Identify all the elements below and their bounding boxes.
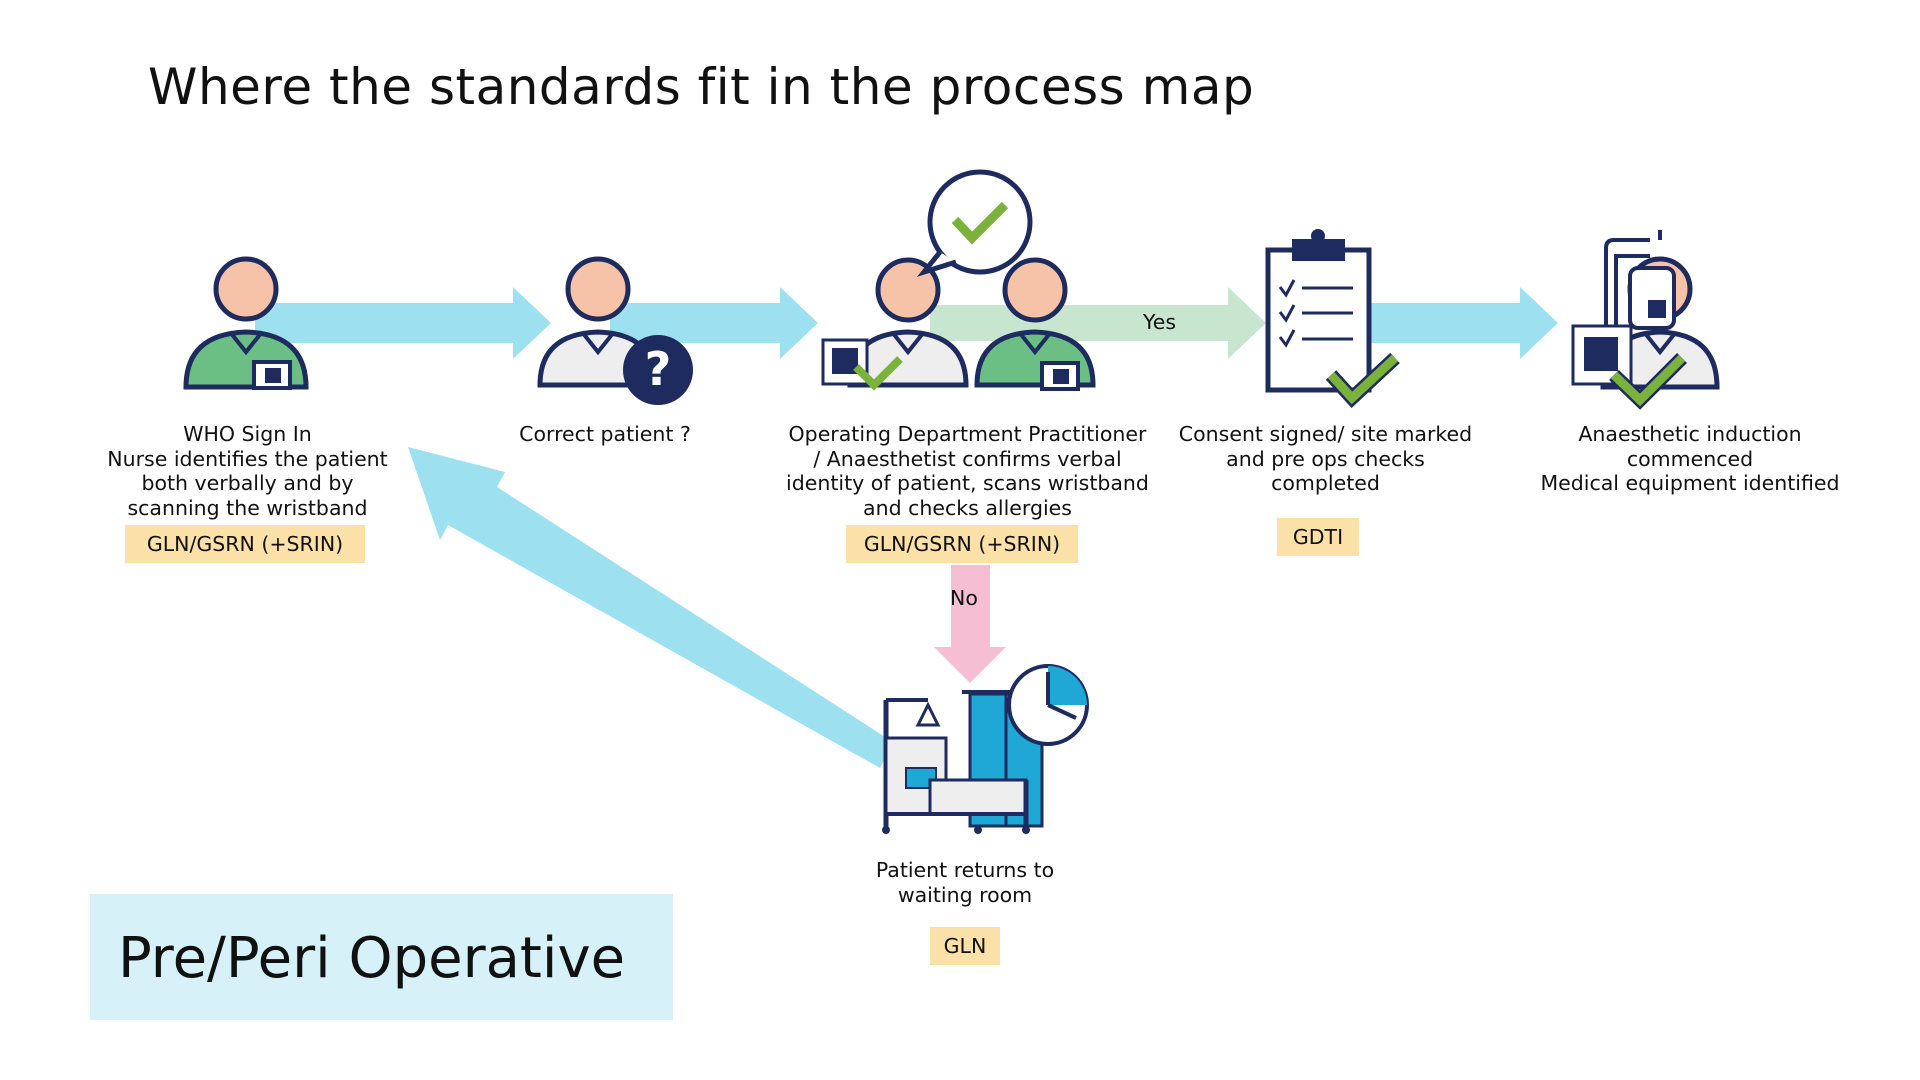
step-label-waiting-room: Patient returns to waiting room [875,858,1055,907]
edge-label-yes: Yes [1143,310,1177,334]
arrow-return-to-step1 [408,447,893,768]
step-label-odp-confirms: Operating Department Practitioner / Anae… [786,422,1149,520]
clipboard-checklist-icon [1265,229,1400,408]
arrow-step1-to-step2 [255,287,551,359]
phase-box: Pre/Peri Operative [90,894,673,1020]
standard-tag-who-sign-in: GLN/GSRN (+SRIN) [125,525,365,563]
two-staff-confirm-icon [821,169,1096,391]
bed-clock-icon [882,664,1089,834]
patient-question-icon: ? [537,256,693,405]
step-label-anaesthetic-induction: Anaesthetic induction commenced Medical … [1540,422,1840,495]
equipment-clinician-icon [1571,230,1720,410]
standard-tag-waiting-room: GLN [930,927,1000,965]
step-label-consent-signed: Consent signed/ site marked and pre ops … [1178,422,1473,495]
arrow-step4-to-step5 [1370,287,1558,359]
step-label-correct-patient: Correct patient ? [519,422,691,446]
edge-label-no: No [950,586,978,610]
standard-tag-odp-confirms: GLN/GSRN (+SRIN) [846,525,1078,563]
standard-tag-consent-signed: GDTI [1277,518,1359,556]
nurse-with-badge-icon [183,256,309,390]
arrow-yes-step3-to-step4 [930,287,1266,359]
svg-text:?: ? [645,342,672,396]
phase-label: Pre/Peri Operative [118,926,626,991]
step-label-who-sign-in: WHO Sign In Nurse identifies the patient… [107,422,388,520]
arrow-no-step3-to-waiting [934,565,1006,683]
page-title: Where the standards fit in the process m… [148,58,1255,116]
